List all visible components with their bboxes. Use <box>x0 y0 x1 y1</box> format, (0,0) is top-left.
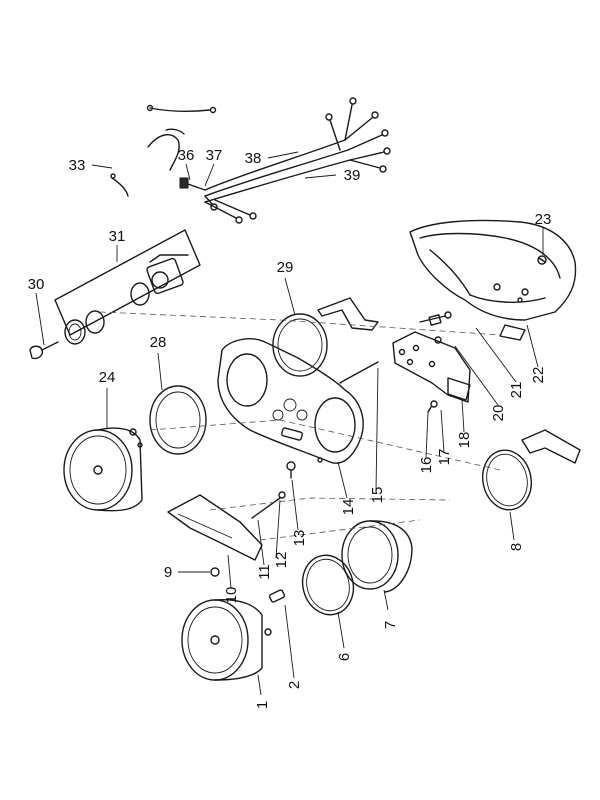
clip-bracket-right <box>521 429 581 464</box>
gauge-1 <box>181 598 272 681</box>
callout-8: 8 <box>508 543 525 551</box>
ring-28 <box>149 385 207 455</box>
bezel-7 <box>341 520 413 593</box>
callout-24: 24 <box>99 369 116 386</box>
callout-28: 28 <box>150 334 167 351</box>
callout-21: 21 <box>508 382 525 399</box>
screw-9 <box>210 567 220 577</box>
stud-15 <box>339 361 379 384</box>
callout-30: 30 <box>28 276 45 293</box>
callout-13: 13 <box>291 530 308 547</box>
callout-labels: 1 2 6 7 8 9 10 11 12 13 14 15 16 17 18 2… <box>28 147 552 709</box>
callout-38: 38 <box>245 150 262 167</box>
callout-17: 17 <box>436 449 453 466</box>
callout-36: 36 <box>178 147 195 164</box>
wiring-harness <box>110 97 391 224</box>
instrument-housing <box>409 219 577 341</box>
callout-7: 7 <box>382 621 399 629</box>
switch-bracket <box>392 311 471 413</box>
alignment-lines <box>99 311 501 541</box>
instrument-panel-plate <box>217 338 364 464</box>
callout-33: 33 <box>69 157 86 174</box>
clip-bracket-top <box>317 297 379 331</box>
callout-6: 6 <box>336 653 353 661</box>
callout-11: 11 <box>256 564 273 580</box>
callout-23: 23 <box>535 211 552 228</box>
callout-14: 14 <box>340 499 357 516</box>
callout-18: 18 <box>456 432 473 449</box>
callout-10: 10 <box>223 587 240 604</box>
callout-9: 9 <box>164 564 172 581</box>
gauge-bracket-10 <box>167 494 263 561</box>
ignition-switch-assembly <box>29 229 201 360</box>
ring-6 <box>301 554 355 616</box>
wire-11-12 <box>251 491 286 519</box>
sealing-ring-8 <box>482 449 532 511</box>
gauge-24 <box>63 427 143 512</box>
screw-13 <box>286 461 296 479</box>
callout-31: 31 <box>109 228 126 245</box>
callout-29: 29 <box>277 259 294 276</box>
callout-2: 2 <box>286 681 303 689</box>
callout-1: 1 <box>254 701 271 709</box>
callout-15: 15 <box>369 487 386 504</box>
callout-37: 37 <box>206 147 223 164</box>
callout-12: 12 <box>273 552 290 569</box>
leader-lines <box>35 151 544 696</box>
ring-29 <box>272 313 328 377</box>
callout-39: 39 <box>344 167 361 184</box>
callout-16: 16 <box>418 457 435 474</box>
bulb-2 <box>268 589 286 603</box>
callout-22: 22 <box>530 367 547 384</box>
callout-20: 20 <box>490 405 507 422</box>
